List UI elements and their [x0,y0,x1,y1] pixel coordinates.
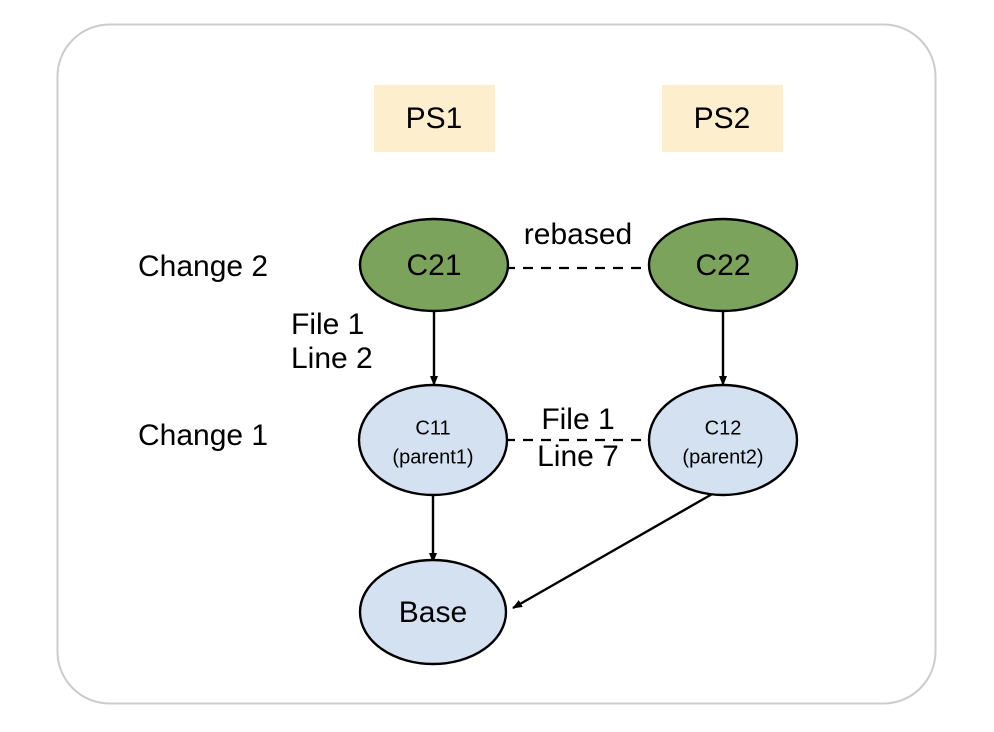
edge-label-c11-c12-file: File 1 [541,403,614,436]
node-c12-label: C12 [705,417,742,439]
node-c11-label: C11 [415,417,450,439]
ps1-label: PS1 [406,102,463,135]
diagram-frame [56,23,937,705]
ps2-box [662,85,783,152]
row-label-change-1: Change 1 [138,419,268,452]
ps1-box [374,85,495,152]
node-c12[interactable] [647,383,799,497]
row-label-change-2: Change 2 [138,250,268,283]
node-base-label: Base [399,596,467,629]
node-base[interactable] [358,558,508,666]
node-c21[interactable] [358,217,510,313]
node-c12-sublabel: (parent2) [682,446,763,468]
node-c11-sublabel: (parent1) [392,446,473,468]
node-c22[interactable] [647,217,799,313]
edge-label-c11-c12-line: Line 7 [537,440,619,473]
node-c21-label: C21 [406,249,461,282]
ps2-label: PS2 [694,102,751,135]
edge-label-c21-c11-line: Line 2 [291,342,373,375]
edge-c12-to-base [512,491,715,610]
edge-label-c21-c11-file: File 1 [291,308,364,341]
node-c11[interactable] [357,383,509,497]
edge-label-rebased: rebased [524,218,632,251]
node-c22-label: C22 [695,249,750,282]
